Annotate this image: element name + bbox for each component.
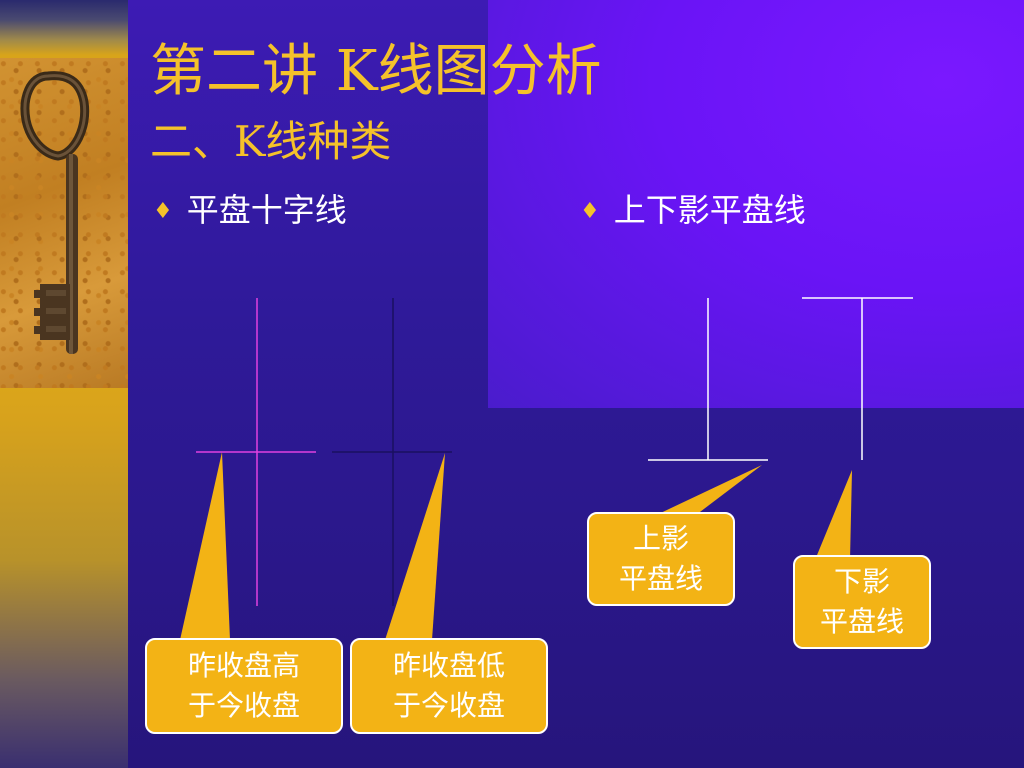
- callout-pointer-4: [815, 470, 852, 560]
- bullet-label: 平盘十字线: [186, 191, 347, 229]
- callout-prev-close-higher: 昨收盘高 于今收盘: [145, 638, 343, 734]
- bullet-item-shadow-flat: ♦ 上下影平盘线: [580, 190, 806, 232]
- bullet-label: 上下影平盘线: [613, 191, 806, 229]
- callout-prev-close-lower: 昨收盘低 于今收盘: [350, 638, 548, 734]
- key-icon: [20, 71, 90, 354]
- upper-shadow-flat-line: [648, 298, 768, 461]
- callout-line: 于今收盘: [187, 689, 300, 722]
- slide-subtitle: 二、K线种类: [150, 117, 392, 166]
- callout-line: 平盘线: [618, 562, 703, 595]
- glow-panel: [488, 0, 1024, 408]
- callout-line: 上影: [632, 522, 689, 555]
- bullet-item-doji: ♦ 平盘十字线: [153, 190, 347, 232]
- doji-cross-low: [332, 298, 452, 606]
- callout-pointer-1: [180, 452, 230, 640]
- diamond-bullet-icon: ♦: [153, 199, 173, 224]
- callout-pointers: [180, 452, 852, 640]
- callout-line: 下影: [833, 565, 890, 598]
- callout-pointer-3: [650, 465, 762, 518]
- callout-line: 平盘线: [819, 605, 904, 638]
- callout-upper-shadow: 上影 平盘线: [587, 512, 735, 606]
- key-photo: [0, 58, 128, 388]
- lower-shadow-flat-line: [802, 297, 913, 460]
- callout-lower-shadow: 下影 平盘线: [793, 555, 931, 649]
- diamond-bullet-icon: ♦: [580, 199, 600, 224]
- doji-cross-high: [196, 298, 316, 606]
- callout-pointer-2: [385, 453, 445, 640]
- callout-line: 于今收盘: [392, 689, 505, 722]
- callout-line: 昨收盘高: [187, 649, 300, 682]
- slide-title: 第二讲 K线图分析: [150, 39, 602, 104]
- callout-line: 昨收盘低: [392, 649, 505, 682]
